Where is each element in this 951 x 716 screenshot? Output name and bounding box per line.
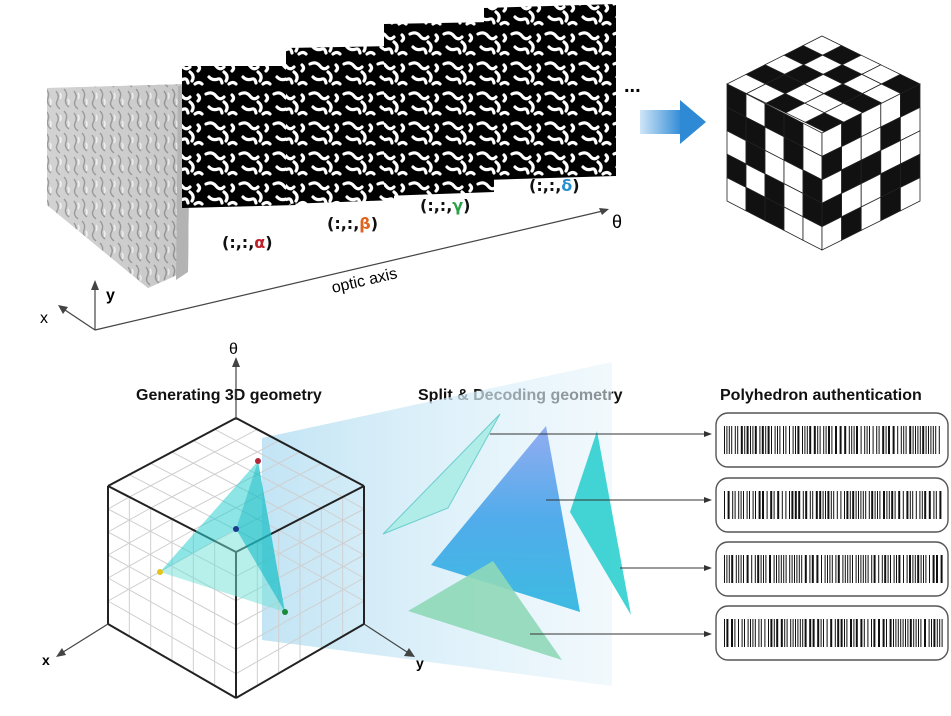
barcode-4 (715, 605, 949, 661)
slice-label-alpha: (:,:,α) (222, 233, 273, 252)
vertex-left (157, 569, 163, 575)
barcode-3 (715, 541, 949, 597)
wireframe-cube (107, 417, 365, 699)
triangle-cyan (570, 431, 631, 615)
slice-label-beta: (:,:,β) (327, 214, 378, 233)
heading-auth: Polyhedron authentication (720, 387, 922, 404)
heading-generating: Generating 3D geometry (136, 387, 322, 404)
generated-polyhedron (157, 458, 288, 615)
slice-delta (484, 4, 616, 180)
top-theta-label: θ (612, 212, 622, 232)
leader-lines (490, 431, 712, 637)
barcode-2 (715, 477, 949, 533)
barcode-1 (715, 412, 949, 468)
slice-label-gamma: (:,:,γ) (420, 196, 470, 215)
bottom-axes (56, 357, 415, 657)
ellipsis-label: ... (624, 75, 641, 97)
cube-top-face (726, 35, 921, 133)
cube-left-face (726, 83, 823, 251)
slice-label-delta: (:,:,δ) (529, 176, 580, 195)
speckle-slices (182, 4, 616, 208)
transform-arrow (640, 100, 706, 144)
slice-labels: (:,:,α) (:,:,β) (:,:,γ) (:,:,δ) (222, 176, 580, 252)
top-y-label: y (106, 287, 115, 304)
bottom-y-label: y (416, 655, 424, 671)
top-x-label: x (40, 310, 48, 327)
top-axes (58, 208, 609, 331)
triangle-blue (431, 426, 580, 612)
split-triangles (382, 413, 631, 660)
vertex-center (233, 526, 239, 532)
textured-slab (47, 84, 190, 288)
projection-beam (262, 362, 612, 686)
binary-cube (726, 35, 921, 251)
slice-alpha (182, 66, 297, 208)
slice-beta (286, 46, 394, 204)
vertex-top (255, 458, 261, 464)
cube-right-face (821, 83, 921, 251)
optic-axis-label: optic axis (330, 265, 399, 297)
vertex-right (282, 609, 288, 615)
barcode-list (715, 412, 949, 661)
triangle-green (408, 561, 562, 660)
slice-gamma (384, 22, 494, 196)
bottom-x-label: x (42, 652, 50, 668)
triangle-light (382, 413, 501, 535)
bottom-theta-label: θ (229, 341, 238, 358)
